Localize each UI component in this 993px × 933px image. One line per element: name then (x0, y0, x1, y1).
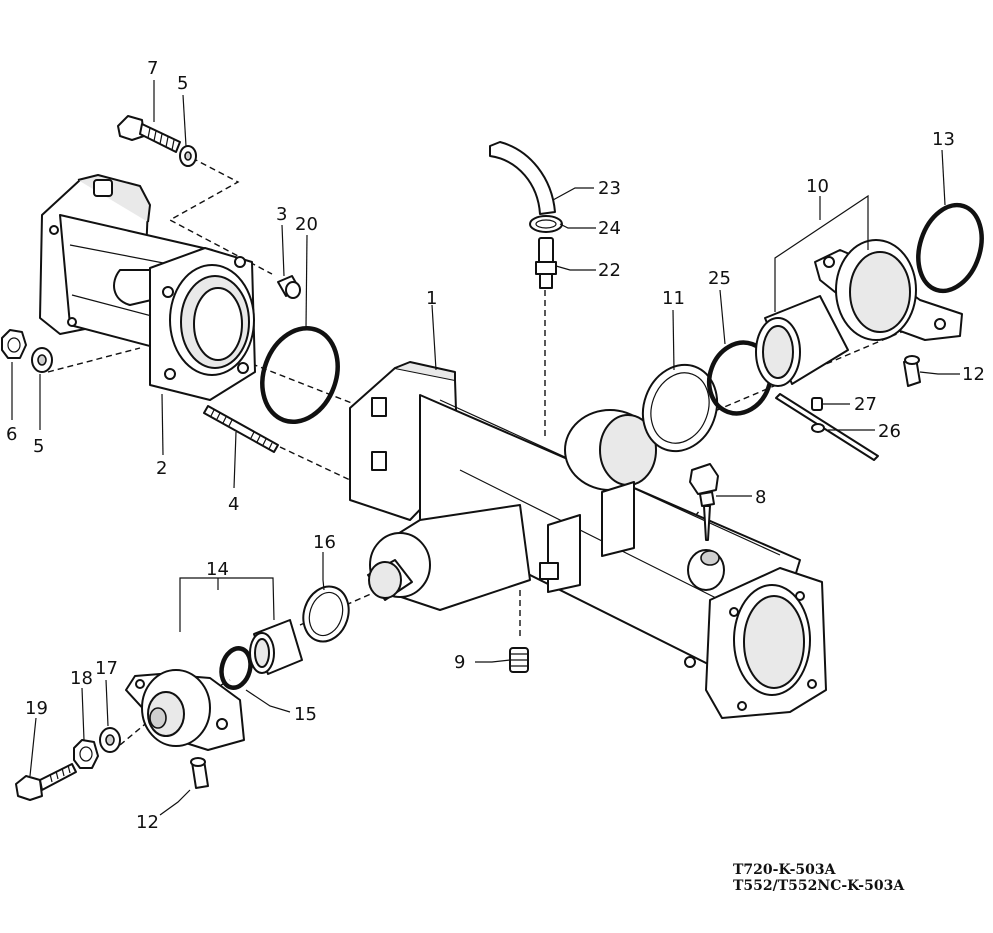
callout-14: 14 (206, 559, 229, 580)
callout-8: 8 (755, 487, 766, 508)
part-2-housing (39, 174, 256, 401)
part-7-bolt (117, 115, 181, 153)
callout-5-top: 5 (177, 73, 188, 94)
part-5-washer-left (31, 347, 53, 373)
part-6-nut (1, 329, 27, 359)
part-10-bushing (755, 295, 849, 387)
callout-5-left: 5 (33, 436, 44, 457)
part-12-grease-nipple-left (190, 757, 209, 789)
callout-22: 22 (598, 260, 621, 281)
callout-27: 27 (854, 394, 877, 415)
part-1-axle-housing (349, 361, 827, 719)
callout-11: 11 (662, 288, 685, 309)
part-4-stud (203, 405, 279, 453)
callout-12-left: 12 (136, 812, 159, 833)
part-16-seal (302, 585, 350, 643)
callout-18: 18 (70, 668, 93, 689)
part-3-dowel (277, 275, 301, 299)
part-14-bearing-housing (125, 669, 245, 751)
part-17-washer (99, 727, 121, 753)
part-25-o-ring (706, 340, 774, 416)
callout-9: 9 (454, 652, 465, 673)
callout-15: 15 (294, 704, 317, 725)
part-13-o-ring (916, 202, 984, 294)
callout-17: 17 (95, 658, 118, 679)
drawing-code-2: T552/T552NC-K-503A (733, 878, 905, 894)
part-15-o-ring (219, 646, 253, 690)
callout-20: 20 (295, 214, 318, 235)
callout-6: 6 (6, 424, 17, 445)
callout-3: 3 (276, 204, 287, 225)
callout-24: 24 (598, 218, 621, 239)
callout-1: 1 (426, 288, 437, 309)
callout-7: 7 (147, 58, 158, 79)
callout-13: 13 (932, 129, 955, 150)
part-26-lock-plate (775, 393, 879, 461)
part-23-breather-hose (489, 141, 556, 215)
callout-4: 4 (228, 494, 239, 515)
part-27-screw (811, 397, 823, 411)
callout-25: 25 (708, 268, 731, 289)
drawing-code-1: T720-K-503A (733, 862, 836, 878)
part-22-breather-fitting (535, 237, 557, 289)
part-20-o-ring (260, 325, 340, 425)
part-24-hose-clamp (529, 215, 563, 233)
part-10-bearing-housing (814, 239, 963, 341)
part-9-drain-plug (509, 647, 529, 673)
part-14-bushing (249, 619, 303, 675)
callout-16: 16 (313, 532, 336, 553)
leader-lines (11, 80, 960, 816)
part-11-seal (641, 363, 719, 453)
part-5-washer-top (179, 145, 197, 167)
callout-labels: 7 5 3 20 6 5 2 4 1 23 24 22 11 25 10 13 … (6, 58, 985, 833)
callout-12-right: 12 (962, 364, 985, 385)
part-12-grease-nipple-right (903, 355, 921, 387)
callout-19: 19 (25, 698, 48, 719)
part-8-dipstick-plug (689, 463, 719, 541)
part-19-bolt (15, 763, 77, 801)
callout-26: 26 (878, 421, 901, 442)
part-18-nut (73, 739, 99, 769)
callout-10: 10 (806, 176, 829, 197)
callout-23: 23 (598, 178, 621, 199)
callout-2: 2 (156, 458, 167, 479)
